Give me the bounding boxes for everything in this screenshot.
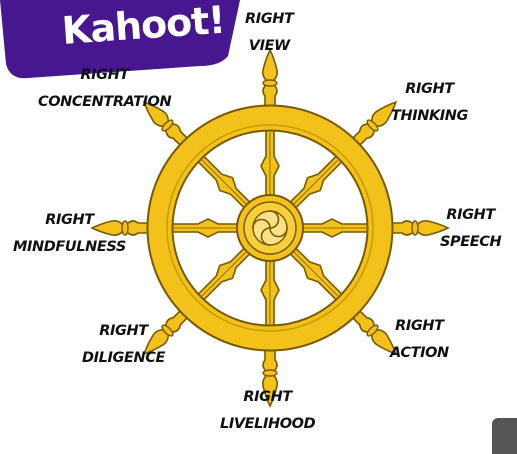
handle-action [348,306,398,356]
yin-yang-swirl-icon [252,210,288,246]
handle-diligence [142,306,192,356]
kahoot-banner-shape [0,0,240,79]
handle-livelihood [262,345,278,408]
outer-rim-inner-line [166,124,374,332]
corner-share-tab[interactable] [492,418,517,454]
handle-thinking [348,100,398,150]
handle-concentration [142,100,192,150]
spoke-livelihood [260,257,280,327]
outer-rim-fill [148,106,392,350]
spoke-view [260,129,280,199]
wheel-handles [90,48,450,408]
spoke-mindfulness [171,218,241,238]
spoke-speech [299,218,369,238]
handle-mindfulness [90,220,153,236]
handle-speech [387,220,450,236]
wheel-spokes [171,129,369,327]
kahoot-logo-banner [0,0,240,79]
handle-view [262,48,278,111]
